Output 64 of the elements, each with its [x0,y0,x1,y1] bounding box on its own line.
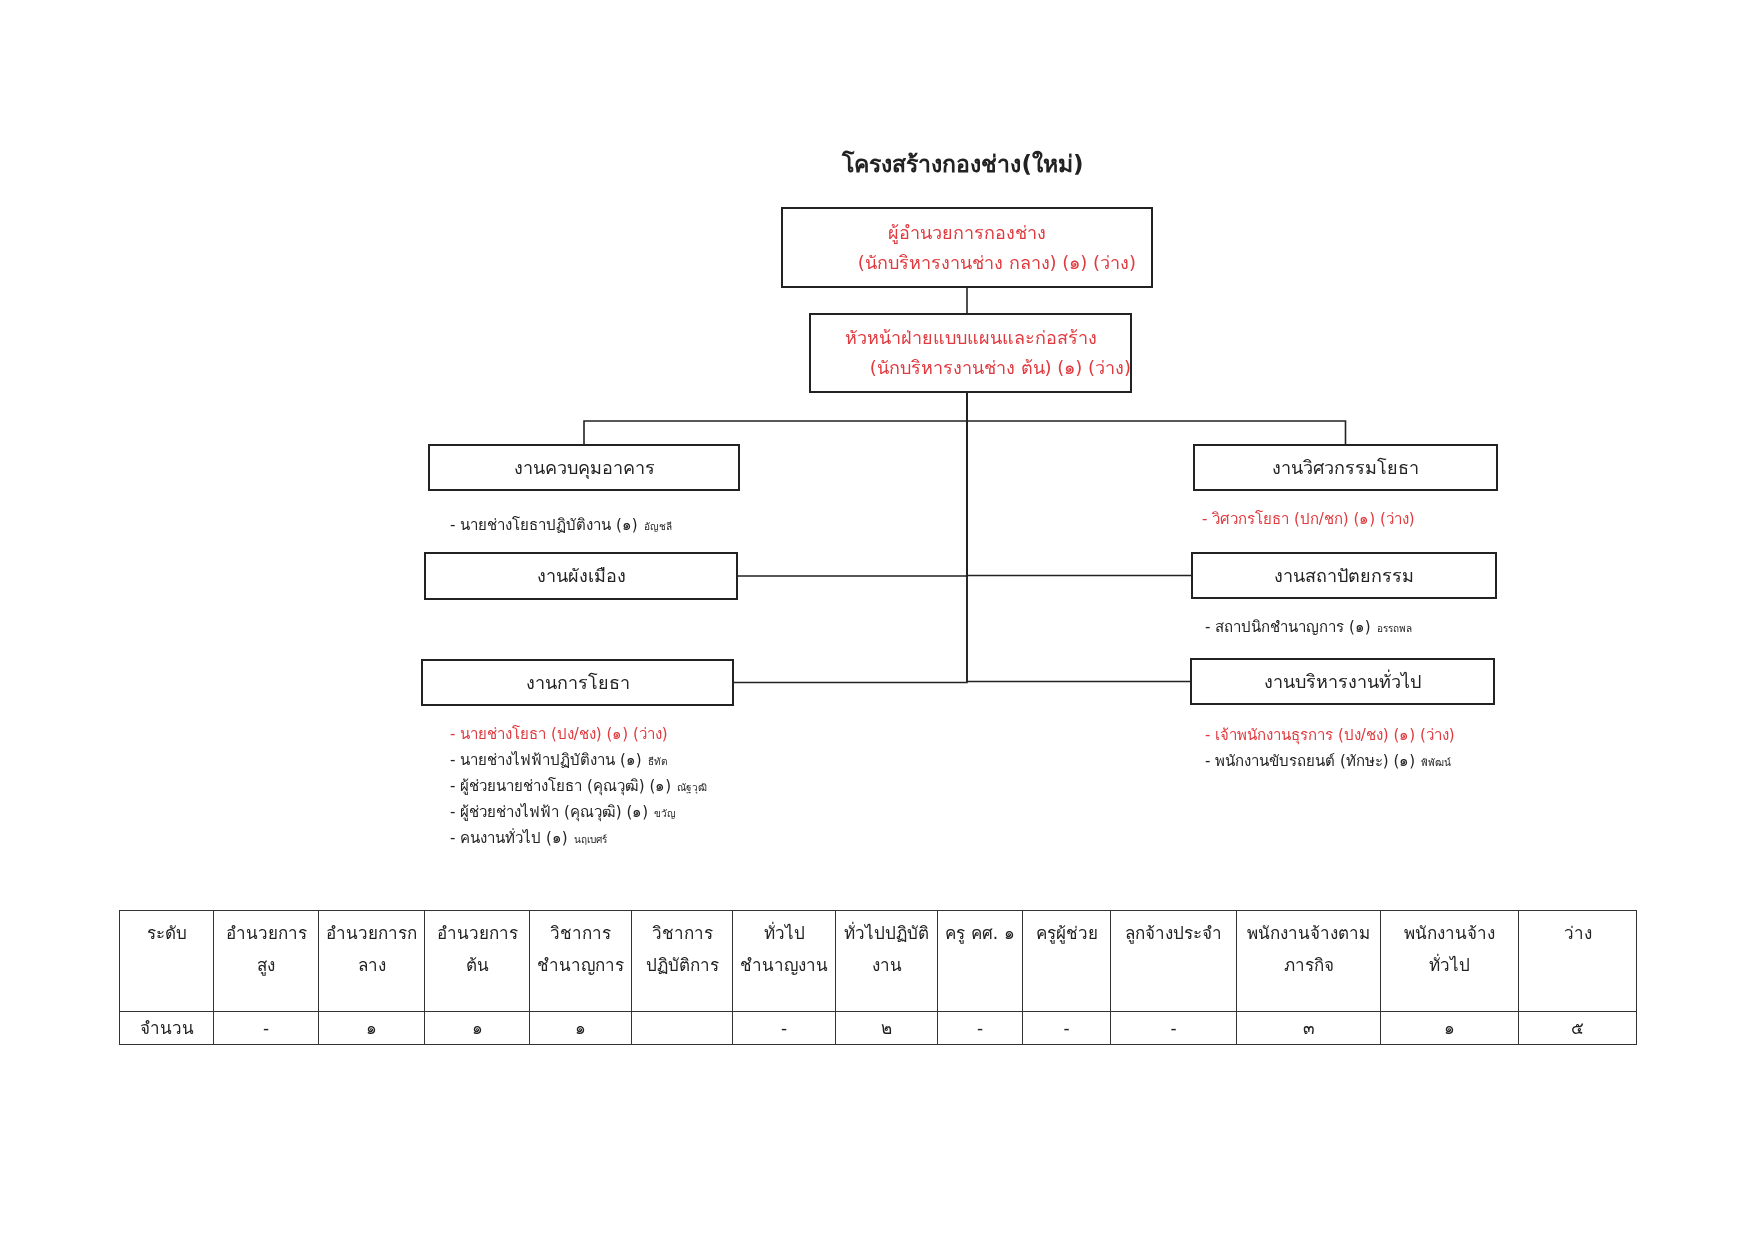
table-cell: ๕ [1518,1011,1637,1045]
section-box [424,552,738,600]
staff-line: - ผู้ช่วยช่างไฟฟ้า (คุณวุฒิ) (๑) [450,803,649,821]
section-box [421,659,734,706]
table-cell: ๑ [1380,1011,1519,1045]
staff-name: ธีทัต [647,756,667,767]
section-box [1193,444,1498,491]
box-subtext: (นักบริหารงานช่าง ต้น) (๑) (ว่าง) [869,356,1132,380]
table-cell: ครู คศ. ๑ [937,910,1023,1012]
box-heading: งานผังเมือง [536,564,626,588]
box-heading: งานการโยธา [525,670,630,695]
connector-line [966,287,968,314]
table-cell: ว่าง [1518,910,1637,1012]
table-cell: - [732,1011,836,1045]
table-cell: พนักงานจ้างตามภารกิจ [1236,910,1381,1012]
table-cell: ครูผู้ช่วย [1022,910,1111,1012]
table-cell: วิชาการปฏิบัติการ [631,910,733,1012]
staff-line: - พนักงานขับรถยนต์ (ทักษะ) (๑) [1205,752,1416,770]
table-cell: - [213,1011,319,1045]
table-cell: วิชาการชำนาญการ [529,910,632,1012]
staff-name: พิพัฒน์ [1421,757,1452,768]
staff-line: - นายช่างโยธาปฏิบัติงาน (๑) [450,516,638,534]
staff-line: - ผู้ช่วยนายช่างโยธา (คุณวุฒิ) (๑) [450,777,672,795]
staff-name: อัญชลี [643,521,672,532]
table-cell: อำนวยการต้น [424,910,530,1012]
box-heading: ผู้อำนวยการกองช่าง [888,220,1046,246]
staff-name: อรรถพล [1376,623,1412,634]
table-cell: ทั่วไปปฏิบัติงาน [835,910,938,1012]
table-cell: ๓ [1236,1011,1381,1045]
table-cell: ๑ [529,1011,632,1045]
staff-name: ขวัญ [654,808,677,819]
table-cell: ทั่วไปชำนาญงาน [732,910,836,1012]
staff-line: - เจ้าพนักงานธุรการ (ปง/ชง) (๑) (ว่าง) [1205,726,1455,744]
box-heading: งานบริหารงานทั่วไป [1264,668,1421,694]
staff-line: - คนงานทั่วไป (๑) [450,829,568,847]
table-cell: อำนวยการกลาง [318,910,425,1012]
table-cell: - [1022,1011,1111,1045]
table-cell: จำนวน [119,1011,214,1045]
table-cell: ลูกจ้างประจำ [1110,910,1237,1012]
position-box [809,313,1132,393]
staff-line: - สถาปนิกชำนาญการ (๑) [1205,618,1371,636]
table-cell: ระดับ [119,910,214,1012]
diagram-title: โครงสร้างกองช่าง(ใหม่) [841,149,1085,179]
box-heading: งานวิศวกรรมโยธา [1272,455,1419,480]
staff-line: - วิศวกรโยธา (ปก/ชก) (๑) (ว่าง) [1202,510,1415,528]
box-heading: หัวหน้าฝ่ายแบบแผนและก่อสร้าง [844,326,1097,350]
staff-line: - นายช่างโยธา (ปง/ชง) (๑) (ว่าง) [450,725,668,743]
section-box [1191,552,1497,599]
staff-name: นฤเบศร์ [573,834,607,845]
staff-name: ณัฐวุฒิ [677,782,708,793]
section-box [428,444,740,491]
table-cell: ๑ [318,1011,425,1045]
box-heading: งานควบคุมอาคาร [513,455,655,481]
box-heading: งานสถาปัตยกรรม [1274,563,1414,588]
section-box [1190,658,1495,705]
table-cell: - [1110,1011,1237,1045]
table-cell: พนักงานจ้างทั่วไป [1380,910,1519,1012]
position-box [781,207,1153,288]
box-subtext: (นักบริหารงานช่าง กลาง) (๑) (ว่าง) [857,250,1137,275]
staff-line: - นายช่างไฟฟ้าปฏิบัติงาน (๑) [450,751,642,769]
table-cell: ๑ [424,1011,530,1045]
table-cell: อำนวยการสูง [213,910,319,1012]
table-cell: - [937,1011,1023,1045]
table-cell: ๒ [835,1011,938,1045]
